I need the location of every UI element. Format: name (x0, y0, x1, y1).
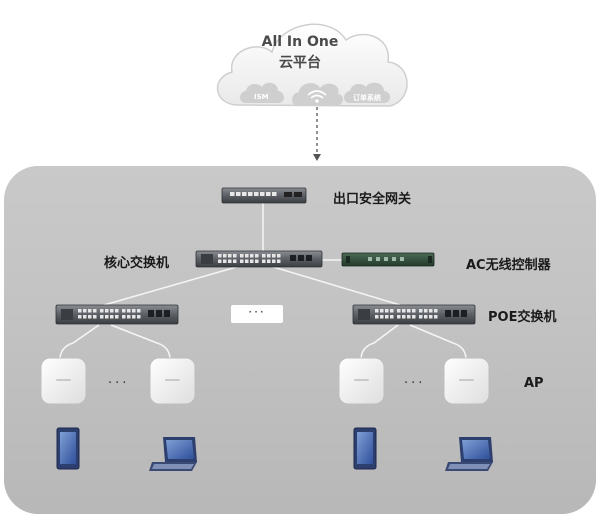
cloud-platform-icon (216, 23, 408, 107)
tablet-icon-right (353, 427, 377, 470)
gateway-device (221, 187, 307, 204)
label-ac-controller: AC无线控制器 (466, 258, 551, 273)
laptop-icon-left (149, 437, 197, 471)
access-point-2 (149, 357, 196, 405)
label-ap: AP (524, 376, 544, 391)
access-point-1 (40, 357, 87, 405)
cloud-chip-ism: ISM (254, 93, 269, 101)
poe-switch-right (352, 304, 476, 325)
cloud-chip-order-system: 订单系统 (353, 94, 381, 102)
cloud-subtitle: 云平台 (279, 55, 321, 71)
tablet-icon-left (56, 427, 80, 470)
connection-lines (59, 203, 467, 378)
cloud-title: All In One (261, 34, 339, 50)
ap-ellipsis-left: ··· (108, 376, 130, 391)
ap-ellipsis-right: ··· (404, 376, 426, 391)
poe-switch-left (55, 304, 179, 325)
ac-controller-device (341, 252, 435, 267)
access-point-4 (443, 357, 490, 405)
switch-ellipsis: ··· (231, 305, 283, 323)
network-area-panel (4, 166, 596, 514)
label-gateway: 出口安全网关 (333, 192, 412, 207)
core-switch-device (195, 250, 323, 268)
laptop-icon-right (445, 437, 493, 471)
access-point-3 (338, 357, 385, 405)
label-core-switch: 核心交换机 (104, 256, 170, 271)
label-poe-switch: POE交换机 (488, 310, 557, 325)
